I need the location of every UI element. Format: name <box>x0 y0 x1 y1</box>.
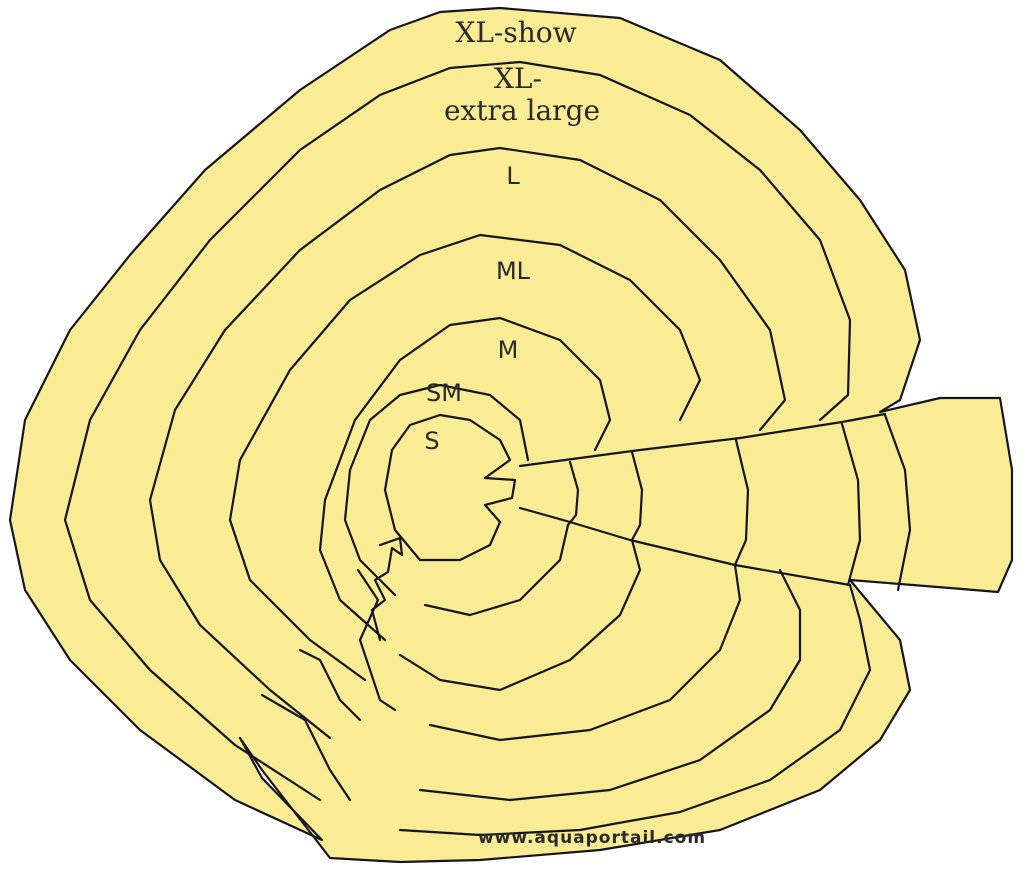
outline-xl-extra-large <box>63 60 872 837</box>
tail-segment-2 <box>840 422 862 587</box>
outline-s <box>383 413 517 562</box>
tail-segment-1 <box>883 413 912 592</box>
outline-ml <box>228 233 742 742</box>
tail-segment-3 <box>733 438 750 567</box>
label-l: L <box>506 162 520 190</box>
outline-xl-show <box>8 6 1014 864</box>
fin-spikes-4 <box>260 693 352 802</box>
tail-upper-edge <box>518 412 887 468</box>
tail-segment-5 <box>566 460 580 527</box>
fin-spikes-2 <box>356 568 397 712</box>
label-extra-large: extra large <box>443 94 601 127</box>
label-m: M <box>497 336 519 364</box>
label-xl-show: XL-show <box>455 16 577 49</box>
outline-sm <box>343 383 570 617</box>
label-sm: SM <box>426 379 462 407</box>
fin-spikes-1 <box>370 536 404 642</box>
outline-m <box>318 316 642 692</box>
fin-spikes-3 <box>298 648 362 722</box>
outline-l <box>148 146 802 802</box>
label-ml: ML <box>495 257 531 285</box>
label-s: S <box>424 427 440 455</box>
tail-lower-edge <box>518 506 852 587</box>
label-xl: XL- <box>494 62 542 95</box>
watermark-url: www.aquaportail.com <box>477 828 707 848</box>
tail-segment-4 <box>630 450 644 542</box>
